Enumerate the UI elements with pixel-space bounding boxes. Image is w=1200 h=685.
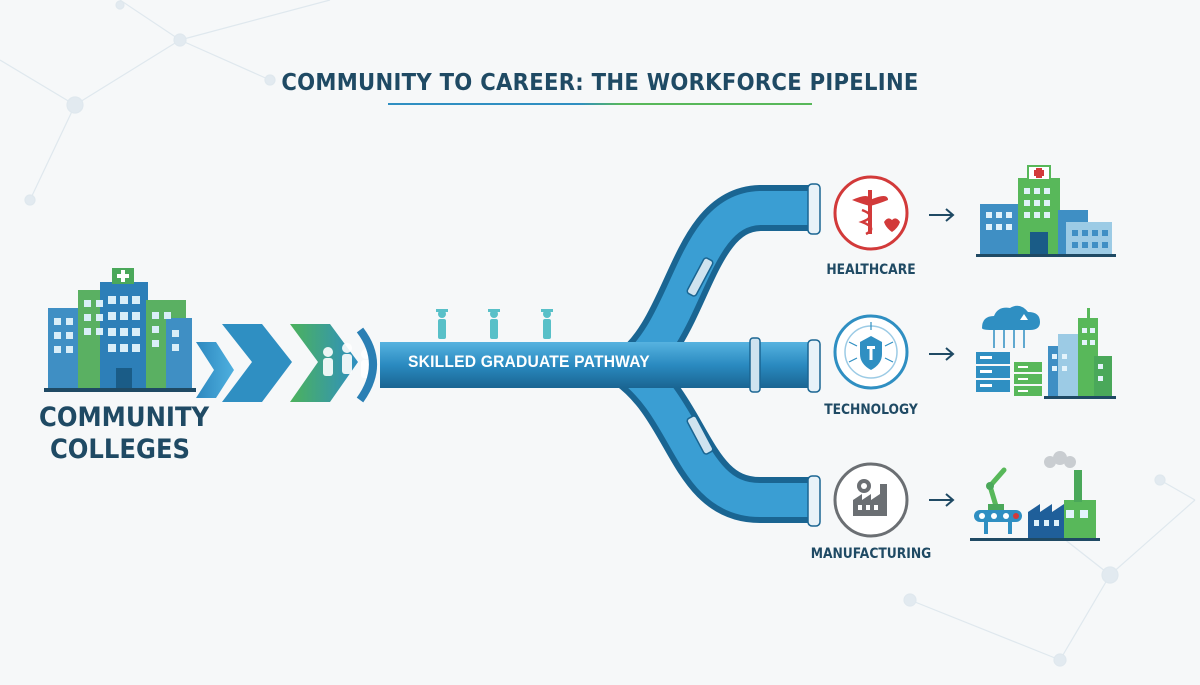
arrow-right-icon bbox=[929, 208, 955, 507]
cloud-server-city-icon bbox=[976, 305, 1116, 399]
graduate-figure-icon bbox=[323, 343, 371, 378]
healthcare-badge bbox=[833, 175, 909, 251]
pipe-branch-middle bbox=[600, 342, 812, 388]
chevron-arrow-icon bbox=[196, 324, 358, 402]
caduceus-heart-icon bbox=[852, 190, 900, 236]
background-network bbox=[0, 0, 1196, 667]
pipe-collars bbox=[686, 183, 821, 527]
circuit-shield-icon bbox=[848, 322, 894, 370]
title-underline bbox=[388, 103, 812, 105]
source-label-line2: COLLEGES bbox=[49, 434, 191, 465]
manufacturing-badge bbox=[833, 462, 909, 538]
sector-label-healthcare: HEALTHCARE bbox=[826, 262, 916, 278]
source-label-line1: COMMUNITY bbox=[39, 402, 210, 433]
page-title: COMMUNITY TO CAREER: THE WORKFORCE PIPEL… bbox=[281, 70, 919, 96]
pipeline-label: SKILLED GRADUATE PATHWAY bbox=[408, 352, 650, 371]
sector-label-technology: TECHNOLOGY bbox=[824, 402, 918, 418]
sector-label-manufacturing: MANUFACTURING bbox=[810, 546, 932, 562]
college-campus-icon bbox=[44, 268, 196, 392]
hospital-icon bbox=[976, 165, 1116, 257]
robot-factory-icon bbox=[970, 451, 1100, 541]
technology-badge bbox=[833, 314, 909, 390]
graduate-figure-icon bbox=[436, 309, 553, 339]
factory-gear-icon bbox=[853, 479, 887, 516]
